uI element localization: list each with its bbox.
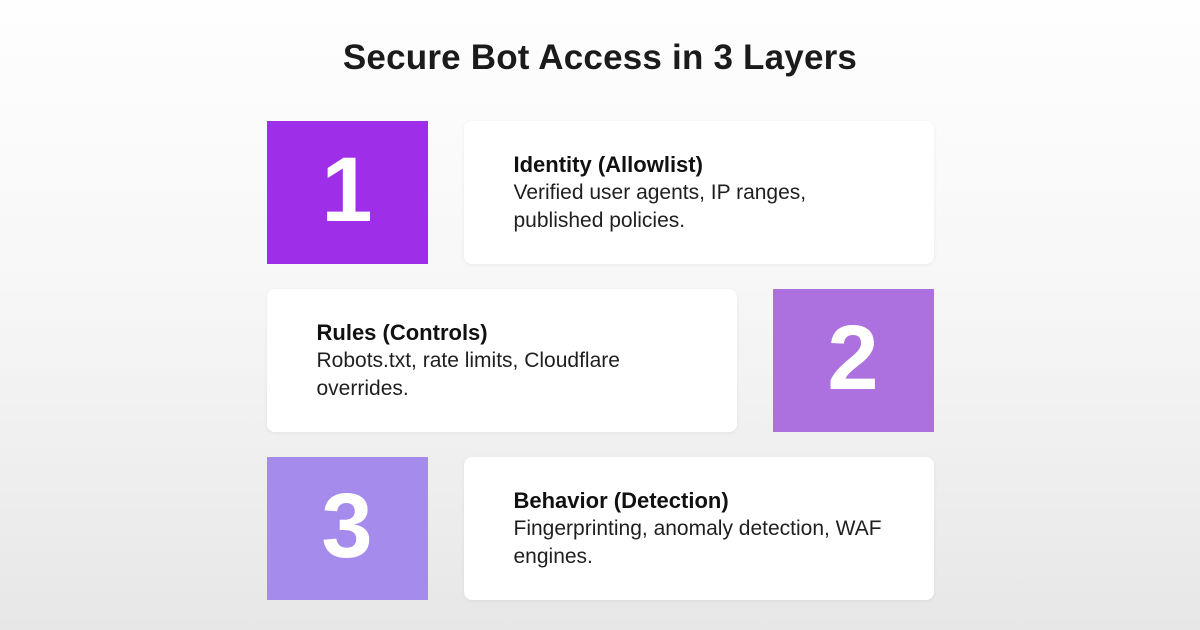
page-title: Secure Bot Access in 3 Layers	[342, 38, 858, 77]
layer-1-card: Identity (Allowlist) Verified user agent…	[463, 121, 934, 264]
layer-row-1: 1 Identity (Allowlist) Verified user age…	[266, 121, 934, 264]
layers-list: 1 Identity (Allowlist) Verified user age…	[266, 121, 934, 600]
layer-2-card: Rules (Controls) Robots.txt, rate limits…	[266, 289, 737, 432]
layer-3-card: Behavior (Detection) Fingerprinting, ano…	[463, 457, 934, 600]
layer-1-number: 1	[321, 138, 373, 241]
layer-3-number-tile: 3	[266, 457, 428, 600]
layer-row-2: 2 Rules (Controls) Robots.txt, rate limi…	[266, 289, 934, 432]
layer-2-number-tile: 2	[772, 289, 934, 432]
layer-3-description: Fingerprinting, anomaly detection, WAF e…	[513, 516, 882, 568]
layer-1-description: Verified user agents, IP ranges, publish…	[513, 180, 807, 232]
layer-1-number-tile: 1	[266, 121, 428, 264]
layer-3-heading: Behavior (Detection)	[513, 487, 729, 513]
layer-1-heading: Identity (Allowlist)	[513, 151, 703, 177]
layer-2-number: 2	[827, 306, 879, 409]
layer-2-heading: Rules (Controls)	[316, 319, 488, 345]
layer-2-description: Robots.txt, rate limits, Cloudflare over…	[316, 348, 620, 400]
layer-row-3: 3 Behavior (Detection) Fingerprinting, a…	[266, 457, 934, 600]
layer-3-number: 3	[321, 474, 373, 577]
